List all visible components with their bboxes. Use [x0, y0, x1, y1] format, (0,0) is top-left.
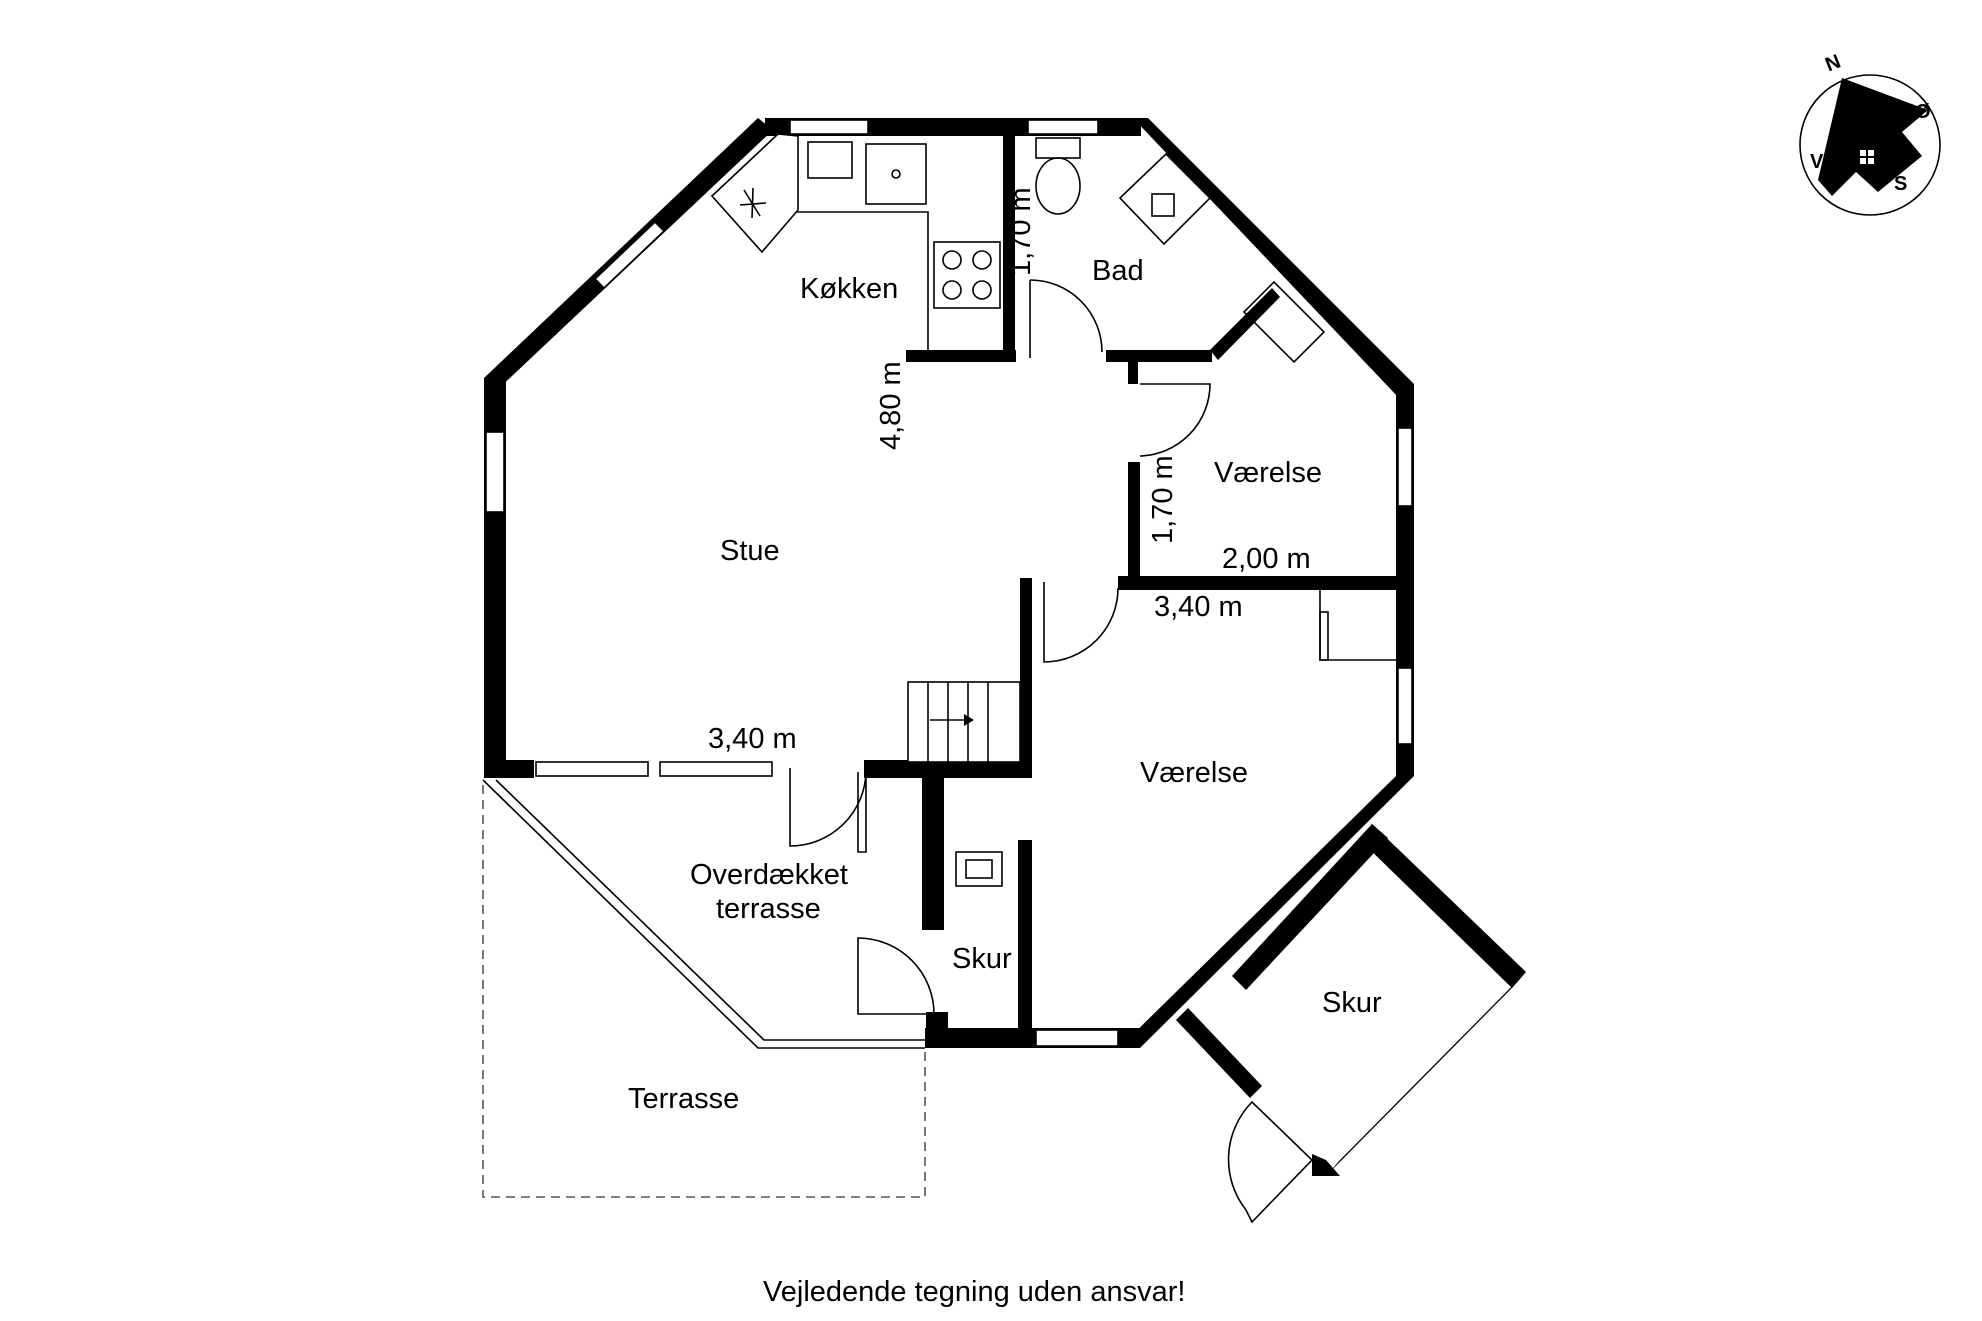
- outer-shed-walls: [1176, 824, 1526, 1176]
- room-label-overdaekket: Overdækket: [690, 859, 848, 891]
- dishwasher-icon: [807, 141, 853, 179]
- dimension-bad-height: 1,70 m: [1005, 187, 1037, 276]
- covered-terrace-edge: [482, 779, 925, 1049]
- room-label-vaerelse-2: Værelse: [1140, 757, 1248, 789]
- compass-west: V: [1810, 151, 1824, 173]
- doors: [789, 279, 1314, 1224]
- compass-south: S: [1894, 173, 1907, 195]
- interior-walls: [864, 118, 1414, 1048]
- compass-house-icon: [1818, 78, 1928, 196]
- room-label-kokken: Køkken: [800, 273, 898, 305]
- dimension-labels: 1,70 m 4,80 m 1,70 m 2,00 m 3,40 m 3,40 …: [708, 187, 1311, 755]
- toilet-icon: [1035, 137, 1081, 159]
- dimension-vaerelse-width: 2,00 m: [1222, 543, 1311, 575]
- washbasin-icon: [955, 851, 1003, 887]
- compass: N Ø S V: [1799, 51, 1941, 216]
- room-label-bad: Bad: [1092, 255, 1144, 287]
- dimension-vaerelse2-width: 3,40 m: [1154, 591, 1243, 623]
- room-labels: Køkken Bad Stue Værelse Værelse Overdækk…: [628, 255, 1382, 1115]
- fixtures: [710, 133, 1396, 887]
- compass-east: Ø: [1915, 101, 1931, 123]
- covered-terrace-edge-inner: [495, 779, 925, 1041]
- compass-north: N: [1822, 51, 1844, 77]
- room-label-terrasse-covered: terrasse: [716, 893, 821, 925]
- dimension-stue-width: 3,40 m: [708, 723, 797, 755]
- sink-icon: [865, 143, 927, 205]
- windows: [485, 119, 1413, 1047]
- terrace-outline: [482, 785, 926, 1198]
- fridge-icon: [710, 133, 799, 254]
- room-label-skur-2: Skur: [1322, 987, 1382, 1019]
- shower-icon: [1118, 152, 1212, 246]
- dimension-vaerelse-height: 1,70 m: [1147, 455, 1179, 544]
- dimension-stue-depth: 4,80 m: [875, 361, 907, 450]
- room-label-skur-1: Skur: [952, 943, 1012, 975]
- room-label-vaerelse-1: Værelse: [1214, 457, 1322, 489]
- room-label-terrasse: Terrasse: [628, 1083, 739, 1115]
- disclaimer: Vejledende tegning uden ansvar!: [763, 1276, 1185, 1308]
- room-label-stue: Stue: [720, 535, 780, 567]
- stove-icon: [933, 241, 1001, 309]
